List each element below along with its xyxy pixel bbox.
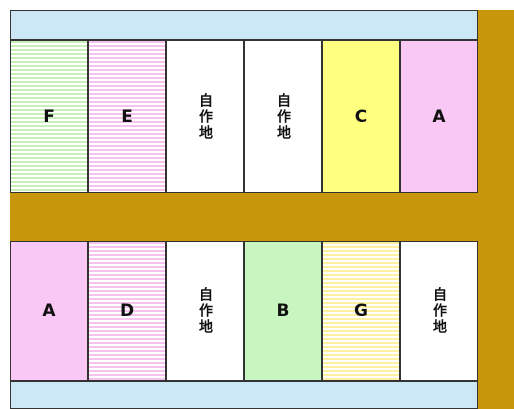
road-horizontal bbox=[10, 193, 514, 241]
plot-label: 自作地 bbox=[431, 287, 447, 335]
plot-top-3: 自作地 bbox=[166, 40, 244, 193]
plot-label: A bbox=[42, 301, 56, 321]
plot-label: E bbox=[121, 106, 133, 127]
plot-bottom-6: 自作地 bbox=[400, 241, 478, 381]
waterway-bottom bbox=[10, 381, 478, 409]
plot-label: B bbox=[276, 301, 290, 321]
plot-label: 自作地 bbox=[275, 92, 291, 141]
plot-label: 自作地 bbox=[197, 287, 213, 335]
waterway-top bbox=[10, 10, 478, 40]
plot-top-5: C bbox=[322, 40, 400, 193]
plot-bottom-4: B bbox=[244, 241, 322, 381]
plot-bottom-2: D bbox=[88, 241, 166, 381]
plot-top-1: F bbox=[10, 40, 88, 193]
plot-bottom-5: G bbox=[322, 241, 400, 381]
plot-top-6: A bbox=[400, 40, 478, 193]
plot-label: C bbox=[354, 106, 368, 127]
plot-bottom-1: A bbox=[10, 241, 88, 381]
plot-label: D bbox=[119, 301, 135, 321]
plot-label: A bbox=[432, 106, 446, 127]
plot-label: G bbox=[354, 301, 368, 321]
plot-top-4: 自作地 bbox=[244, 40, 322, 193]
plot-label: F bbox=[43, 106, 55, 127]
plot-label: 自作地 bbox=[197, 92, 213, 141]
plot-top-2: E bbox=[88, 40, 166, 193]
plot-bottom-3: 自作地 bbox=[166, 241, 244, 381]
